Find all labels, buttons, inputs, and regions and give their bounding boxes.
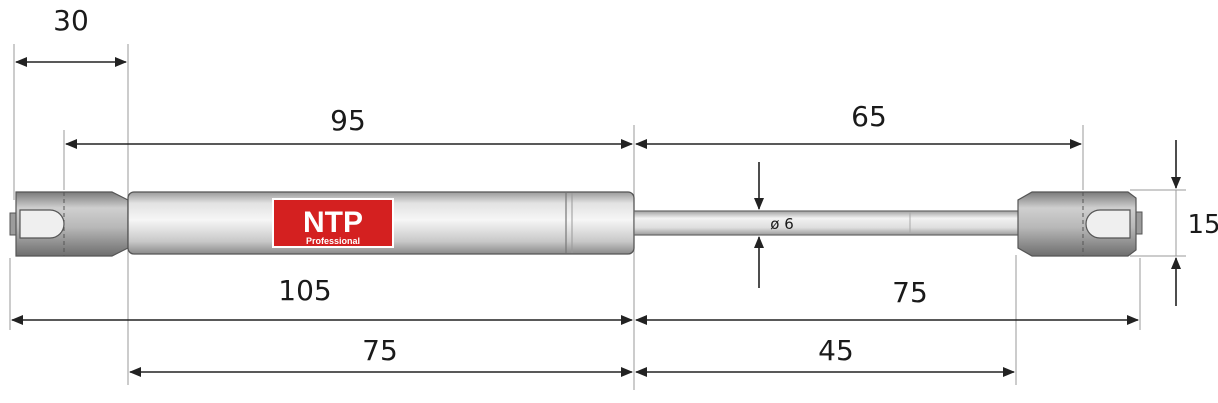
dim-label-75-right: 75 xyxy=(892,276,928,309)
logo-brand: NTP xyxy=(303,206,363,239)
dim-label-105: 105 xyxy=(278,274,331,307)
logo-tagline: Professional xyxy=(306,236,360,246)
dim-label-65: 65 xyxy=(851,100,887,133)
dimension-lines xyxy=(11,57,1181,377)
dimension-labels: 30 95 65 15 105 75 75 45 ø 6 xyxy=(53,4,1218,367)
dim-label-75-bottom: 75 xyxy=(362,334,398,367)
ntp-logo: NTP Professional xyxy=(272,198,394,248)
dim-label-95: 95 xyxy=(330,104,366,137)
left-end-fitting xyxy=(9,191,129,257)
piston-rod xyxy=(633,210,1021,236)
dim-label-30: 30 xyxy=(53,4,89,37)
gas-spring: NTP Professional xyxy=(9,191,1143,257)
dim-label-45: 45 xyxy=(818,334,854,367)
right-end-fitting xyxy=(1017,191,1143,257)
dim-label-15: 15 xyxy=(1187,210,1218,240)
extension-lines xyxy=(9,44,1186,390)
logo-background xyxy=(272,198,394,248)
dim-label-diameter: ø 6 xyxy=(770,215,794,233)
